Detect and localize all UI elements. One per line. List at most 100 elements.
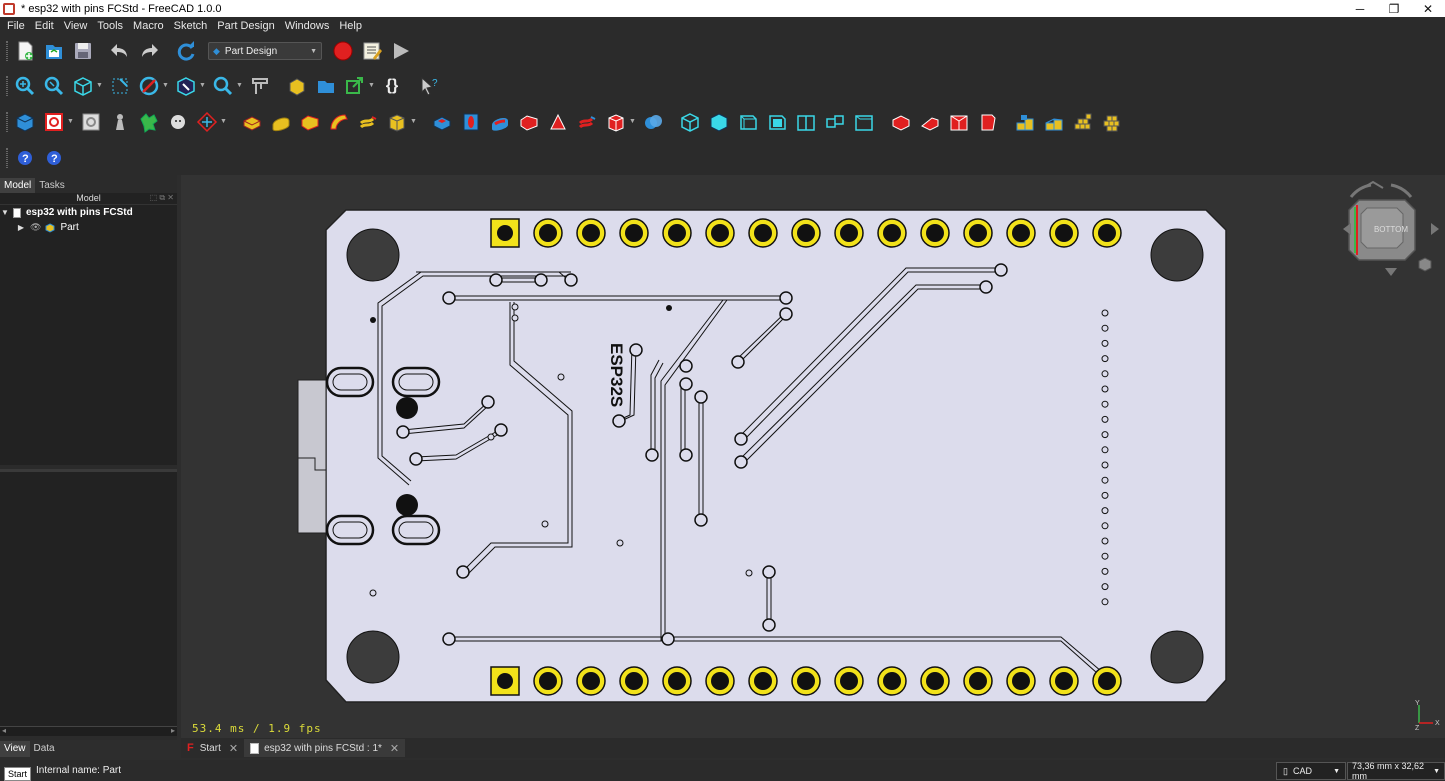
arrow-right-icon[interactable] [1431, 223, 1439, 235]
view-menu-cube-icon[interactable] [1418, 257, 1432, 272]
panel-controls[interactable]: ⬚ ⧉ ✕ [149, 193, 174, 202]
horizontal-scrollbar[interactable]: ◂ ▸ [0, 726, 177, 736]
assembly-button-4[interactable] [1099, 109, 1125, 135]
scroll-right-icon[interactable]: ▸ [170, 726, 175, 735]
navigation-style-selector[interactable]: ▯ CAD ▼ [1276, 762, 1346, 780]
selection-filter-button[interactable] [173, 73, 199, 99]
additive-primitive-button[interactable] [384, 109, 410, 135]
assembly-button-3[interactable] [1070, 109, 1096, 135]
visibility-eye-icon[interactable]: 👁 [30, 222, 42, 232]
macro-edit-button[interactable] [359, 38, 385, 64]
menu-macro[interactable]: Macro [133, 19, 164, 32]
involute-gear-button[interactable] [917, 109, 943, 135]
thickness-button[interactable] [764, 109, 790, 135]
macro-execute-button[interactable] [388, 38, 414, 64]
expand-arrow-icon[interactable]: ▼ [1, 208, 9, 217]
chevron-down-icon[interactable]: ▼ [236, 82, 243, 89]
macro-record-button[interactable] [330, 38, 356, 64]
datum-plane-button[interactable] [194, 109, 220, 135]
chevron-down-icon[interactable]: ▼ [368, 82, 375, 89]
subtractive-loft-button[interactable] [516, 109, 542, 135]
groove-button[interactable] [487, 109, 513, 135]
help-button[interactable]: ? [12, 145, 38, 171]
tab-data[interactable]: Data [33, 743, 55, 754]
rotate-right-arrow-icon[interactable] [1390, 183, 1413, 198]
fillet-button[interactable] [677, 109, 703, 135]
chevron-down-icon[interactable]: ▼ [162, 82, 169, 89]
bounding-box-button[interactable] [107, 73, 133, 99]
chamfer-button[interactable] [706, 109, 732, 135]
revolution-button[interactable] [268, 109, 294, 135]
arrow-down-icon[interactable] [1385, 268, 1397, 276]
create-body-button[interactable] [284, 73, 310, 99]
menu-edit[interactable]: Edit [34, 19, 54, 32]
menu-file[interactable]: File [7, 19, 25, 32]
pcb-scene[interactable]: ESP32S BOTTOM Y Z X [181, 175, 1445, 738]
rotate-left-arrow-icon[interactable] [1349, 183, 1372, 198]
chevron-down-icon[interactable]: ▼ [199, 82, 206, 89]
toolbar-grip[interactable] [6, 111, 8, 132]
tab-model[interactable]: Model [0, 178, 36, 193]
collapse-arrow-icon[interactable]: ▶ [17, 223, 25, 232]
pad-button[interactable] [239, 109, 265, 135]
hole-button[interactable] [458, 109, 484, 135]
red-shape-button[interactable] [975, 109, 1001, 135]
menu-part-design[interactable]: Part Design [217, 19, 275, 32]
workbench-selector[interactable]: ◆ Part Design ▼ [208, 42, 322, 60]
dimension-readout[interactable]: 73,36 mm x 32,62 mm ▼ [1347, 761, 1445, 781]
subtractive-pipe-button[interactable] [545, 109, 571, 135]
expression-button[interactable]: {} [379, 73, 405, 99]
sub-shape-binder-button[interactable] [136, 109, 162, 135]
menu-help[interactable]: Help [339, 19, 362, 32]
chevron-down-icon[interactable]: ▼ [67, 118, 74, 125]
additive-helix-button[interactable] [355, 109, 381, 135]
3d-viewport[interactable]: ESP32S BOTTOM Y Z X 53.4 ms / 1.9 fps [181, 175, 1445, 738]
link-button[interactable] [342, 73, 368, 99]
additive-loft-button[interactable] [297, 109, 323, 135]
standard-views-button[interactable] [70, 73, 96, 99]
whats-this-button[interactable]: ? [416, 73, 442, 99]
toolbar-grip[interactable] [6, 147, 8, 168]
draw-style-button[interactable] [136, 73, 162, 99]
draft-button[interactable] [735, 109, 761, 135]
pocket-button[interactable] [429, 109, 455, 135]
tab-start[interactable]: F Start ✕ [181, 739, 244, 757]
menu-sketch[interactable]: Sketch [173, 19, 208, 32]
boolean-button[interactable] [640, 109, 666, 135]
chevron-down-icon[interactable]: ▼ [629, 118, 636, 125]
subtractive-primitive-button[interactable] [603, 109, 629, 135]
measure-button[interactable] [247, 73, 273, 99]
shape-binder-button[interactable] [107, 109, 133, 135]
clone-button[interactable] [165, 109, 191, 135]
navigation-cube[interactable]: BOTTOM [1343, 180, 1439, 276]
chevron-down-icon[interactable]: ▼ [96, 82, 103, 89]
undo-button[interactable] [107, 38, 133, 64]
arrow-left-icon[interactable] [1343, 223, 1351, 235]
toolbar-grip[interactable] [6, 75, 8, 96]
menu-windows[interactable]: Windows [284, 19, 330, 32]
shaft-wizard-button[interactable] [946, 109, 972, 135]
subtractive-helix-button[interactable] [574, 109, 600, 135]
toolbar-grip[interactable] [6, 41, 8, 61]
new-body-button[interactable] [12, 109, 38, 135]
assembly-button-1[interactable] [1012, 109, 1038, 135]
fit-all-button[interactable] [12, 73, 38, 99]
fit-selection-button[interactable] [41, 73, 67, 99]
tab-esp32-document[interactable]: esp32 with pins FCStd : 1* ✕ [244, 739, 406, 757]
assembly-button-2[interactable] [1041, 109, 1067, 135]
minimize-button[interactable]: ─ [1355, 1, 1365, 16]
sprocket-button[interactable] [888, 109, 914, 135]
save-document-button[interactable] [70, 38, 96, 64]
close-window-button[interactable]: ✕ [1422, 1, 1434, 16]
restore-button[interactable]: ❐ [1388, 1, 1400, 16]
close-tab-icon[interactable]: ✕ [228, 742, 239, 755]
validate-sketch-button[interactable] [78, 109, 104, 135]
about-button[interactable]: ? [41, 145, 67, 171]
additive-pipe-button[interactable] [326, 109, 352, 135]
mirrored-button[interactable] [793, 109, 819, 135]
open-document-button[interactable] [41, 38, 67, 64]
close-tab-icon[interactable]: ✕ [389, 742, 400, 755]
new-sketch-button[interactable] [41, 109, 67, 135]
tab-view[interactable]: View [0, 741, 30, 757]
menu-tools[interactable]: Tools [97, 19, 124, 32]
